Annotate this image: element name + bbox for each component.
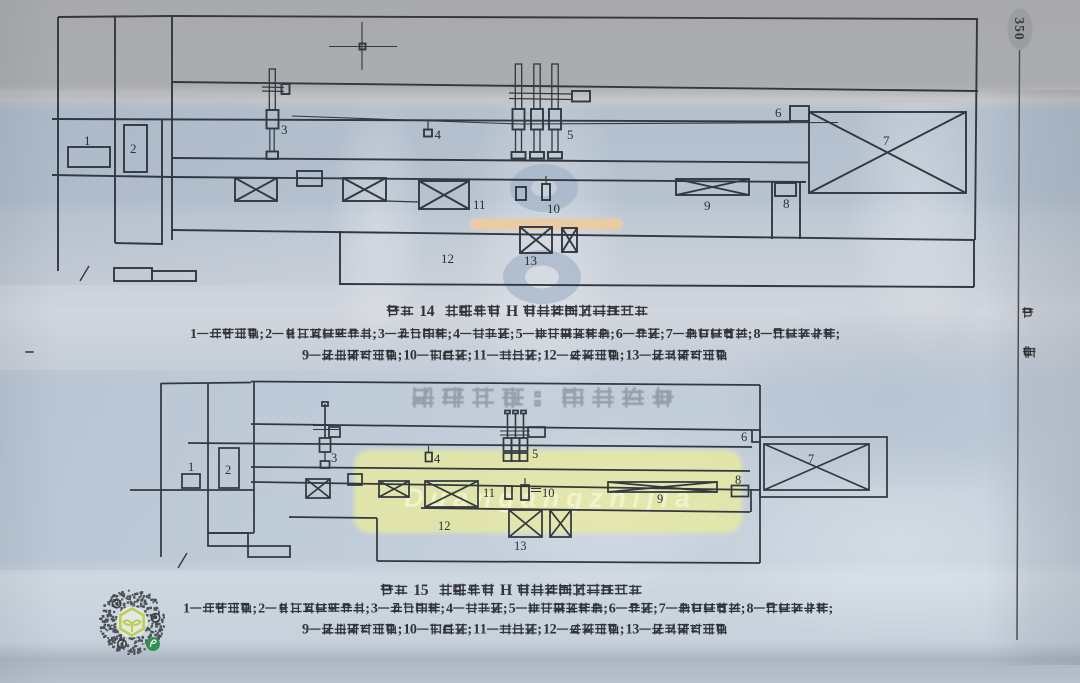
svg-text:;: ; [398, 348, 403, 364]
svg-text:8: 8 [754, 326, 761, 342]
svg-text:1: 1 [543, 622, 550, 638]
svg-text:1: 1 [480, 622, 487, 638]
svg-text:5: 5 [421, 582, 429, 599]
svg-text:;: ; [620, 622, 625, 638]
svg-text:;: ; [372, 326, 377, 342]
svg-text:12: 12 [441, 251, 454, 266]
svg-text:;: ; [603, 601, 608, 617]
svg-text:7: 7 [659, 601, 666, 617]
svg-text:7: 7 [666, 326, 673, 342]
svg-text:;: ; [537, 622, 542, 638]
svg-text:2: 2 [265, 326, 272, 342]
svg-text:1: 1 [473, 622, 480, 638]
svg-text:12: 12 [438, 519, 451, 533]
svg-text:;: ; [836, 326, 841, 342]
svg-text:4: 4 [435, 127, 442, 142]
svg-text:10: 10 [547, 201, 560, 216]
svg-text:;: ; [503, 601, 508, 617]
svg-text:13: 13 [524, 253, 537, 268]
svg-text:9: 9 [302, 622, 309, 638]
svg-text:4: 4 [427, 303, 435, 320]
svg-text:2: 2 [130, 141, 137, 156]
svg-text:;: ; [365, 601, 370, 617]
svg-text:8: 8 [747, 601, 754, 617]
svg-text:1: 1 [183, 601, 190, 617]
svg-text:7: 7 [883, 133, 890, 148]
svg-text:1: 1 [419, 303, 427, 320]
svg-text:3: 3 [632, 348, 639, 364]
svg-text:2: 2 [550, 622, 557, 638]
svg-text:;: ; [252, 601, 257, 617]
svg-text:5: 5 [532, 447, 538, 461]
svg-text:;: ; [610, 326, 615, 342]
svg-text:9: 9 [704, 198, 711, 213]
svg-text:4: 4 [453, 326, 460, 342]
svg-text:1: 1 [626, 622, 633, 638]
svg-text:1: 1 [413, 582, 421, 599]
svg-text:3: 3 [378, 326, 385, 342]
svg-text:3: 3 [371, 601, 378, 617]
svg-text:1: 1 [626, 348, 633, 364]
svg-text:;: ; [741, 601, 746, 617]
svg-text:3: 3 [331, 451, 337, 465]
svg-text:;: ; [748, 326, 753, 342]
svg-text:1: 1 [403, 348, 410, 364]
svg-text:7: 7 [808, 452, 814, 466]
svg-text:6: 6 [616, 326, 623, 342]
svg-text:5: 5 [567, 127, 574, 142]
svg-text:2: 2 [550, 348, 557, 364]
svg-text:4: 4 [434, 452, 441, 466]
svg-text:9: 9 [302, 348, 309, 364]
svg-text:350: 350 [1012, 17, 1027, 40]
svg-text:;: ; [398, 622, 403, 638]
svg-text:;: ; [653, 601, 658, 617]
svg-text:8: 8 [735, 473, 741, 487]
svg-text:2: 2 [225, 463, 231, 477]
svg-text:2: 2 [258, 601, 265, 617]
svg-text:;: ; [620, 348, 625, 364]
svg-text:;: ; [537, 348, 542, 364]
svg-text:1: 1 [403, 622, 410, 638]
svg-text:13: 13 [514, 539, 527, 553]
svg-text:8: 8 [783, 196, 790, 211]
svg-text:;: ; [467, 622, 472, 638]
svg-text:6: 6 [741, 430, 747, 444]
svg-text:;: ; [447, 326, 452, 342]
svg-text:H: H [506, 303, 518, 320]
svg-text:6: 6 [775, 105, 782, 120]
svg-text:0: 0 [410, 348, 417, 364]
svg-text:5: 5 [516, 326, 523, 342]
svg-text:H: H [500, 582, 512, 599]
svg-text:10: 10 [542, 486, 555, 500]
svg-text:3: 3 [281, 122, 288, 137]
svg-text:1: 1 [543, 348, 550, 364]
svg-text:1: 1 [84, 133, 91, 148]
svg-text:1: 1 [480, 348, 487, 364]
svg-text:1: 1 [473, 348, 480, 364]
svg-text:11: 11 [483, 486, 495, 500]
svg-text:;: ; [829, 601, 834, 617]
svg-text:;: ; [440, 601, 445, 617]
svg-text:3: 3 [632, 622, 639, 638]
svg-text:11: 11 [473, 197, 486, 212]
svg-text:9: 9 [657, 492, 663, 506]
svg-text:4: 4 [446, 601, 453, 617]
svg-text:1: 1 [188, 460, 194, 474]
svg-text:;: ; [510, 326, 515, 342]
svg-text:;: ; [259, 326, 264, 342]
svg-text:6: 6 [609, 601, 616, 617]
svg-text:5: 5 [509, 601, 516, 617]
svg-text:;: ; [467, 348, 472, 364]
svg-text:;: ; [660, 326, 665, 342]
svg-text:1: 1 [190, 326, 197, 342]
svg-text:0: 0 [410, 622, 417, 638]
